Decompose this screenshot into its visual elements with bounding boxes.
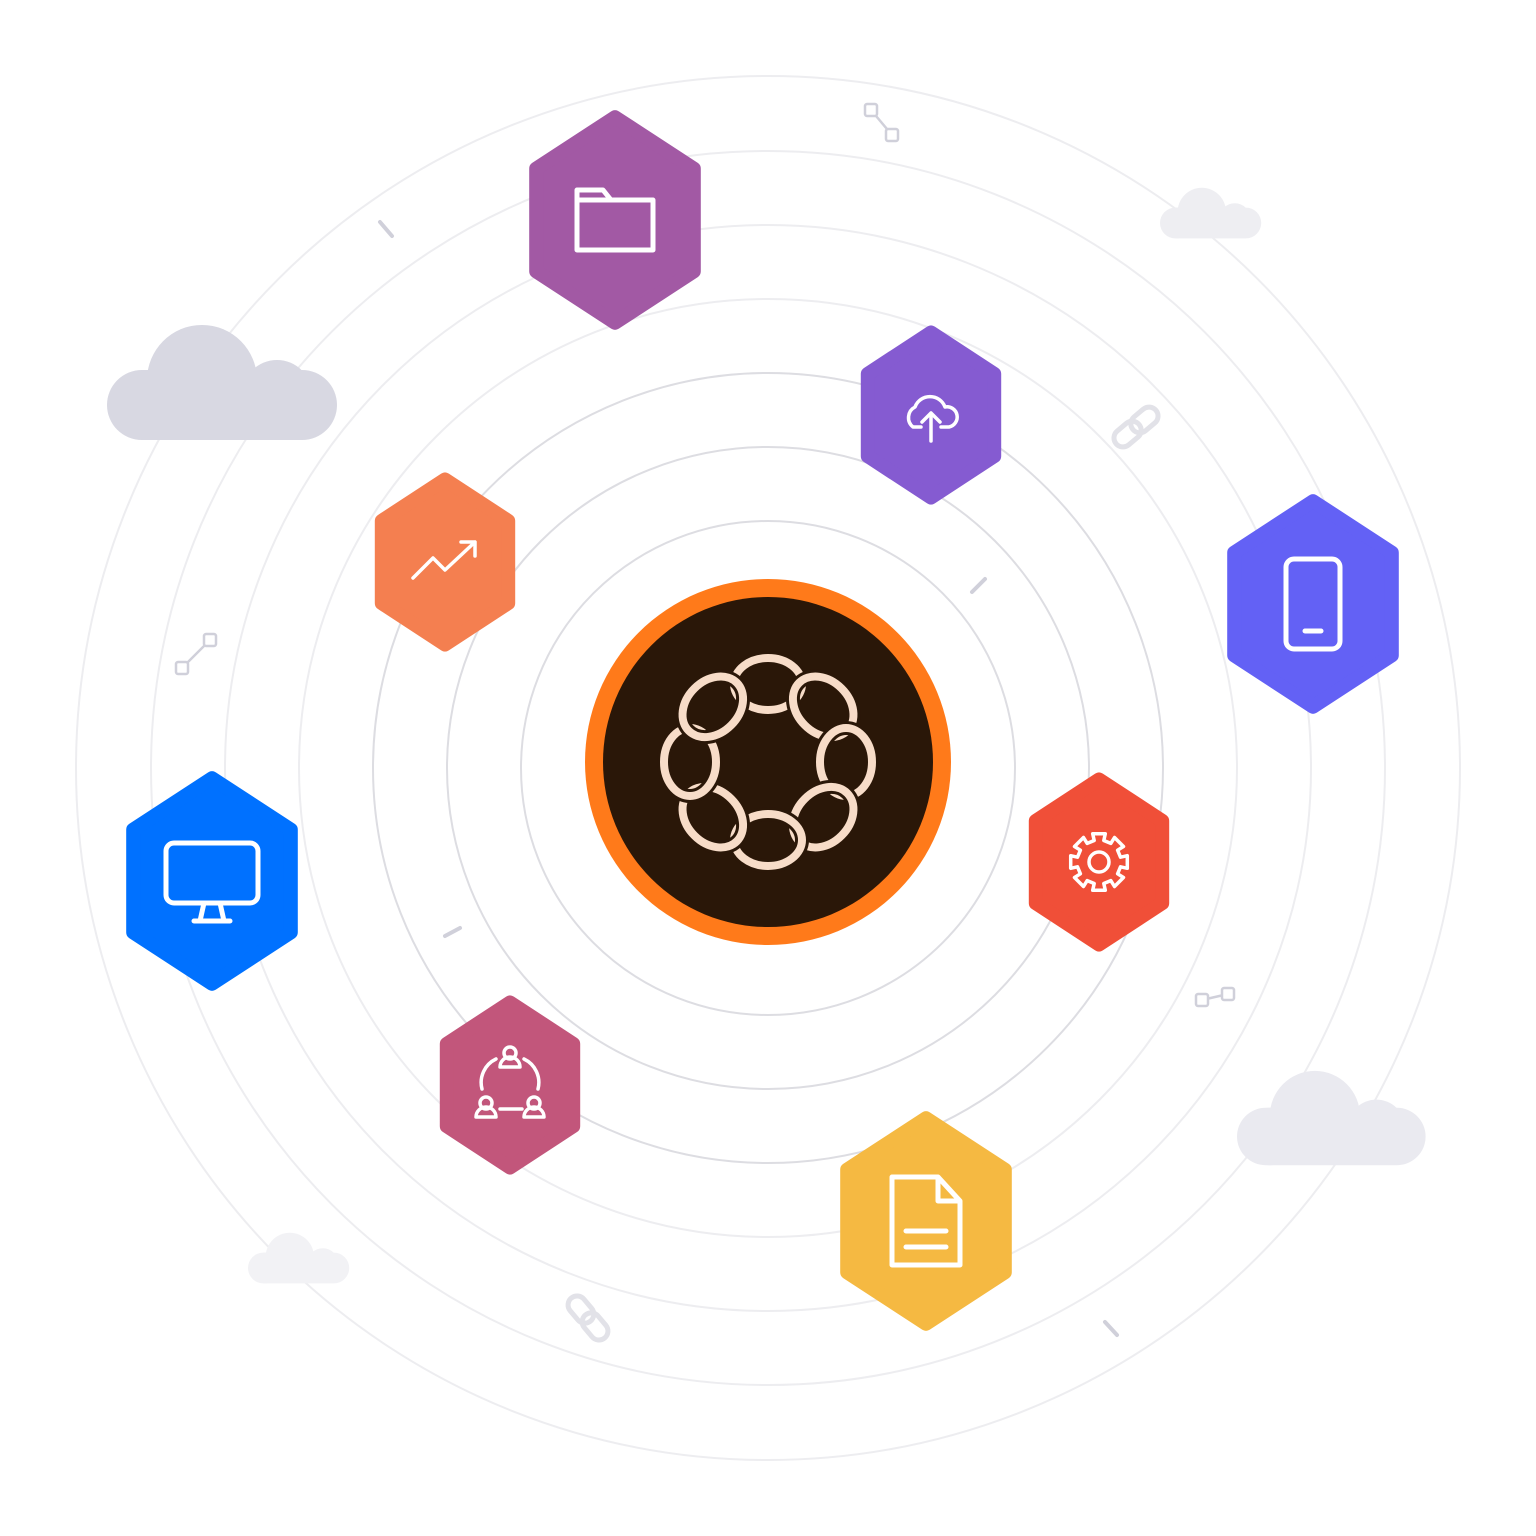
folder-icon [574,187,656,253]
people-sync-icon [474,1045,546,1119]
cloud-decoration [248,1232,350,1284]
link-icon [1111,404,1161,450]
logo-loop [678,672,748,742]
orbit-ring [298,298,1238,1238]
orbit-ring [150,150,1386,1386]
cloud-upload-icon [906,394,959,443]
link-icon [565,1293,611,1343]
smartphone-icon [1283,556,1343,652]
hexagon-node-document [840,1111,1012,1331]
orbit-ring [446,446,1090,1090]
hexagon-node-smartphone [1227,494,1399,714]
hexagon-shape [840,1111,1012,1331]
connector-decoration [863,102,900,143]
connector-decoration [174,632,218,676]
center-hub [585,579,951,945]
orbit-ring [372,372,1164,1164]
hexagon-node-gear [1028,772,1170,952]
hexagon-shape [1028,772,1170,952]
cloud-decoration [1237,1070,1426,1166]
dash-decoration [1103,1320,1119,1337]
connector-decoration [1194,986,1236,1008]
center-disc [603,597,933,927]
cloud-decoration [1160,187,1262,239]
hexagon-node-folder [529,110,701,330]
orbit-ring [224,224,1312,1312]
hexagon-shape [126,771,298,991]
cloud-decoration [107,325,337,440]
hexagon-node-monitor [126,771,298,991]
orbit-ring [520,520,1016,1016]
hexagon-node-cloud-upload [860,325,1002,505]
dash-decoration [378,220,394,238]
hexagon-shape [439,995,581,1175]
hexagon-shape [374,472,516,652]
hexagon-node-trending-up [374,472,516,652]
hexagon-shape [529,110,701,330]
dash-decoration [443,926,462,938]
dash-decoration [970,577,987,594]
adobe-experience-manager-logo [657,651,879,873]
gear-icon [1068,831,1130,893]
trending-up-icon [411,540,477,580]
document-icon [889,1174,963,1268]
monitor-icon [163,840,261,924]
orbit-ring [75,75,1461,1461]
hexagon-node-people-sync [439,995,581,1175]
hexagon-shape [1227,494,1399,714]
